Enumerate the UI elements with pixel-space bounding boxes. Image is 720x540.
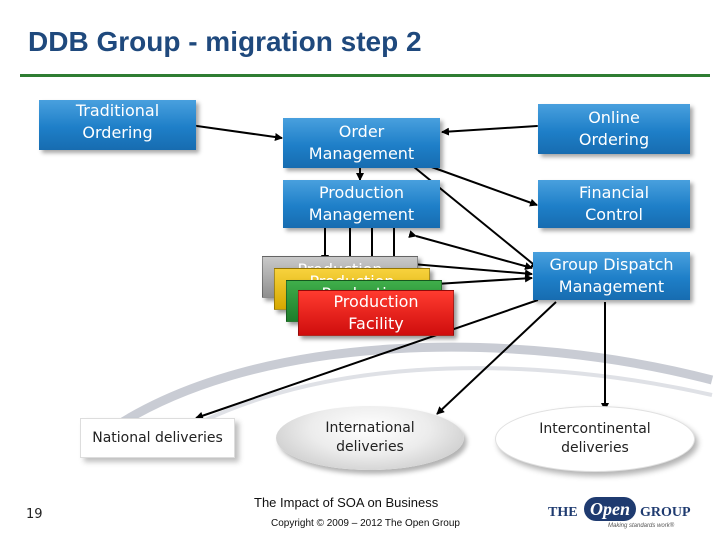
arrow-production-dispatch <box>408 230 533 270</box>
logo-tagline: Making standards work® <box>608 523 675 529</box>
arrow-traditional-order <box>189 121 283 141</box>
national-deliveries-box: National deliveries <box>80 418 235 458</box>
international-deliveries-ellipse: International deliveries <box>276 406 464 470</box>
arrow-dispatch-international <box>436 301 557 415</box>
production-facility-red: Production Facility <box>298 290 454 336</box>
financial-control-box: Financial Control <box>538 180 690 228</box>
intercontinental-deliveries-ellipse: Intercontinental deliveries <box>495 406 695 472</box>
footer-subtitle: The Impact of SOA on Business <box>254 495 439 510</box>
logo-the: THE <box>548 505 578 520</box>
traditional-ordering-box: Traditional Ordering <box>39 100 196 150</box>
open-group-logo: THE Open GROUP Making standards work® <box>548 497 698 531</box>
arrow-order-financial <box>418 158 538 207</box>
online-ordering-box: Online Ordering <box>538 104 690 154</box>
production-management-box: Production Management <box>283 180 440 228</box>
group-dispatch-box: Group Dispatch Management <box>533 252 690 300</box>
order-management-box: Order Management <box>283 118 440 168</box>
arrow-online-order <box>441 121 545 136</box>
arrow-facility2-dispatch <box>428 274 533 289</box>
slide-number: 19 <box>26 507 43 522</box>
slide-title: DDB Group - migration step 2 <box>28 26 422 57</box>
swoosh-band-thin <box>158 366 713 447</box>
footer-copyright: Copyright © 2009 – 2012 The Open Group <box>271 518 460 529</box>
title-underline <box>20 74 710 77</box>
arrow-facility-dispatch <box>404 259 533 278</box>
logo-group: GROUP <box>640 505 691 520</box>
logo-open: Open <box>584 497 636 521</box>
arrow-dispatch-national <box>195 299 539 420</box>
